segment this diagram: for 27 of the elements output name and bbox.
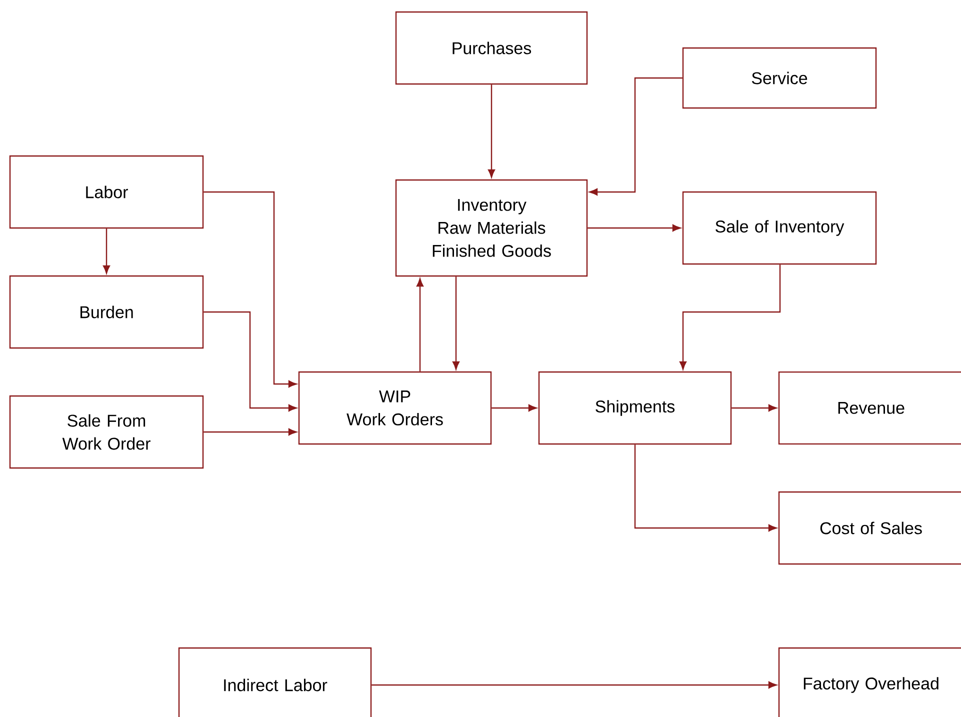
arrow [488, 84, 496, 178]
process-box: Shipments [538, 371, 732, 445]
process-box: Revenue [778, 371, 961, 445]
process-box: Purchases [395, 11, 588, 85]
process-box: Inventory Raw Materials Finished Goods [395, 179, 588, 277]
process-box: Sale From Work Order [9, 395, 204, 469]
arrow [492, 404, 537, 412]
process-box: Labor [9, 155, 204, 229]
arrow [204, 311, 297, 412]
process-box: Factory Overhead [778, 647, 961, 717]
process-box: WIP Work Orders [298, 371, 492, 445]
arrow [589, 77, 682, 196]
arrow [416, 278, 424, 372]
arrow [103, 228, 110, 274]
arrow [204, 191, 297, 388]
process-box: Indirect Labor [178, 647, 372, 717]
arrow [452, 276, 460, 370]
arrow [732, 404, 777, 412]
process-box: Cost of Sales [778, 491, 961, 565]
arrow [634, 444, 777, 532]
process-box: Sale of Inventory [682, 191, 877, 265]
arrow [204, 428, 297, 436]
arrow [679, 264, 781, 370]
process-box: Burden [9, 275, 204, 349]
arrow [588, 224, 681, 232]
process-box: Service [682, 47, 877, 109]
arrow [372, 681, 777, 689]
